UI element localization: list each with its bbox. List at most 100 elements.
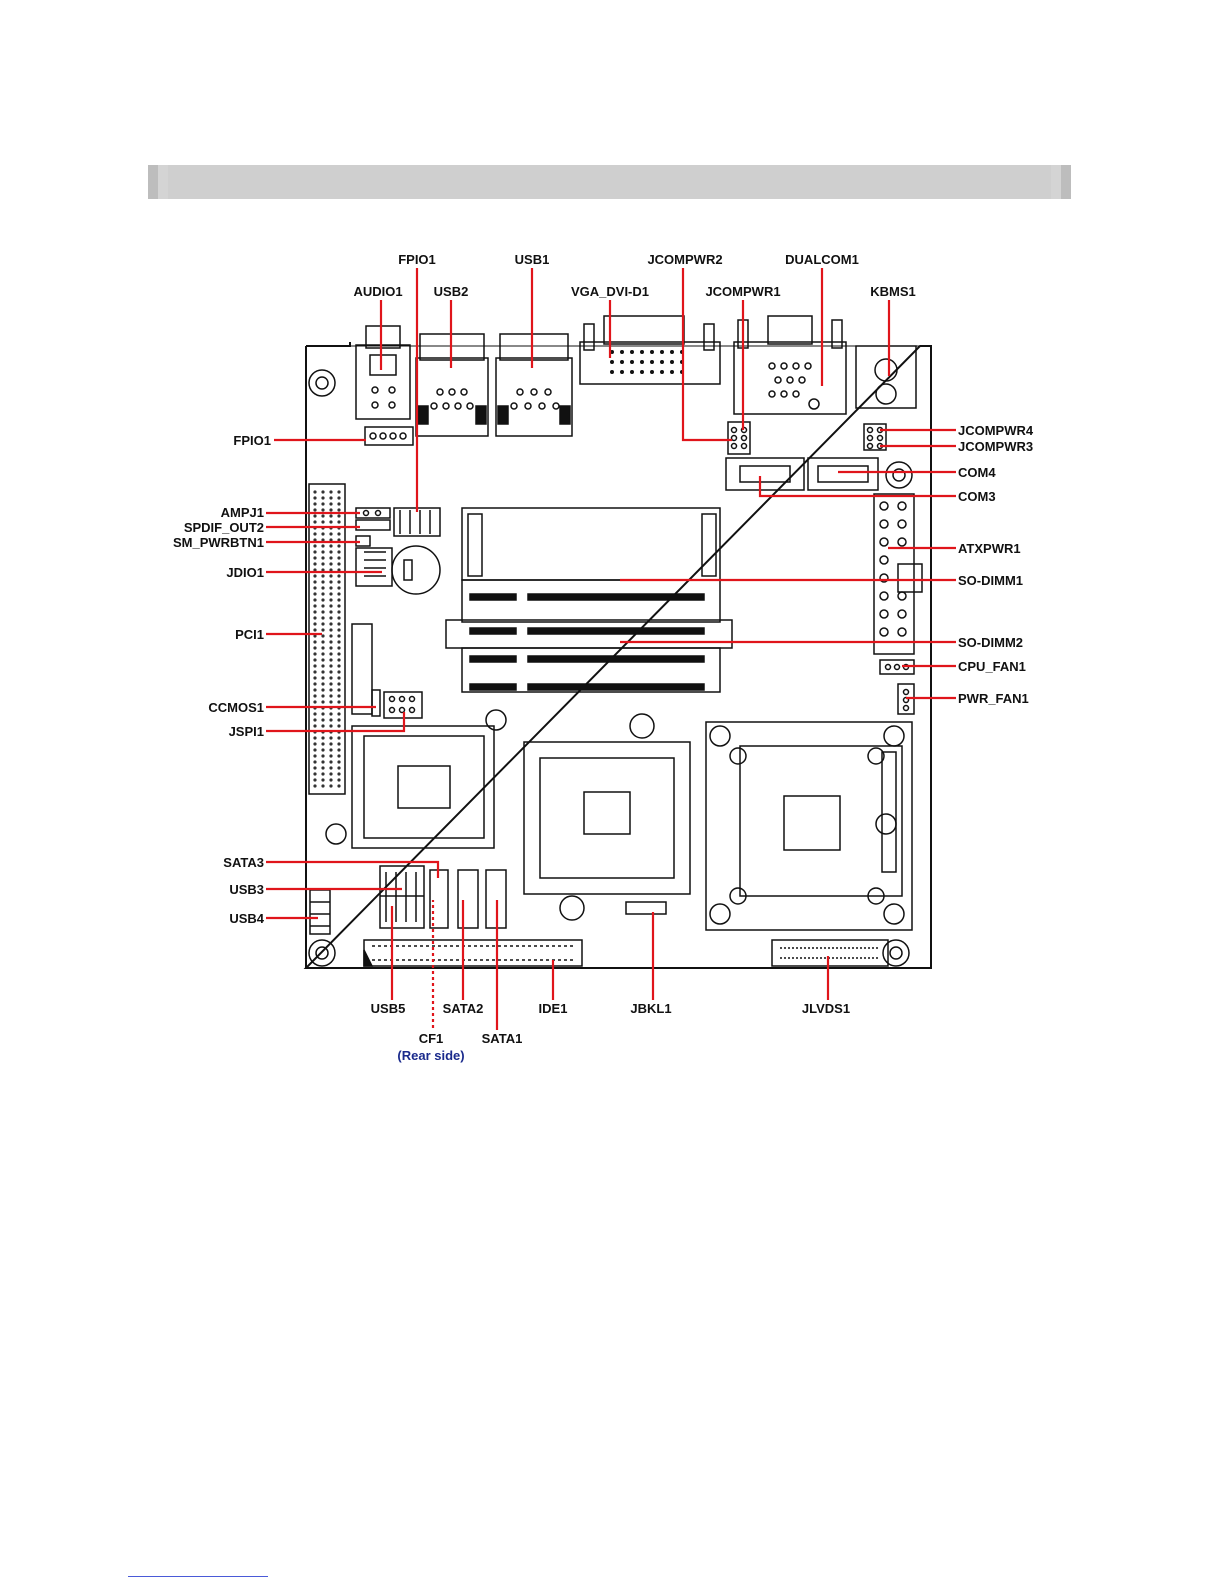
pci-pin	[321, 754, 324, 757]
label-fpio1-top: FPIO1	[398, 252, 436, 267]
pci-pin	[337, 604, 340, 607]
usb3-usb5-headers	[380, 866, 424, 928]
pci-pin	[337, 550, 340, 553]
pci-pin	[313, 616, 316, 619]
leader-sata3	[266, 862, 438, 878]
label-jcompwr4: JCOMPWR4	[958, 423, 1034, 438]
pci-pin	[337, 742, 340, 745]
footer-rule	[128, 1576, 268, 1577]
label-vga-dvi-d1: VGA_DVI-D1	[571, 284, 649, 299]
pci-pin	[329, 508, 332, 511]
pci-pin	[329, 754, 332, 757]
pci-pin	[321, 766, 324, 769]
pci-pin	[321, 532, 324, 535]
pci-pin	[337, 514, 340, 517]
pci-pin	[313, 676, 316, 679]
label-kbms1: KBMS1	[870, 284, 916, 299]
pci-pin	[313, 670, 316, 673]
pci-pin	[329, 658, 332, 661]
pci-pin	[337, 664, 340, 667]
label-spdif-out2: SPDIF_OUT2	[184, 520, 264, 535]
pci-pin	[337, 616, 340, 619]
label-atxpwr1: ATXPWR1	[958, 541, 1021, 556]
label-sm-pwrbtn1: SM_PWRBTN1	[173, 535, 264, 550]
pci-pin	[329, 778, 332, 781]
label-usb1: USB1	[515, 252, 550, 267]
pci-pin	[321, 562, 324, 565]
pci-pin	[337, 574, 340, 577]
pci-pin	[329, 682, 332, 685]
pci-pin	[337, 748, 340, 751]
pci-pin	[337, 682, 340, 685]
ide1-connector	[364, 940, 582, 966]
pci-pin	[313, 592, 316, 595]
pci-pin	[329, 556, 332, 559]
pci1-slot	[309, 484, 345, 794]
pci-pin	[337, 490, 340, 493]
ccmos1-jumper	[352, 624, 380, 716]
pci-pin	[321, 652, 324, 655]
audio-header-block	[394, 508, 440, 536]
pci-pin	[329, 760, 332, 763]
pci-pin	[321, 724, 324, 727]
pci-pin	[337, 670, 340, 673]
label-com3: COM3	[958, 489, 996, 504]
label-cf1-rear-note: (Rear side)	[397, 1048, 464, 1063]
pci-pin	[329, 574, 332, 577]
label-ampj1: AMPJ1	[221, 505, 264, 520]
pci-pin	[337, 640, 340, 643]
pci-pin	[337, 556, 340, 559]
pci-pin	[329, 694, 332, 697]
pci-pin	[329, 646, 332, 649]
pci-pin	[337, 688, 340, 691]
pci-pin	[337, 622, 340, 625]
spdif-out2-header	[356, 520, 390, 530]
label-cpu-fan1: CPU_FAN1	[958, 659, 1026, 674]
pci-pin	[313, 508, 316, 511]
label-ccmos1: CCMOS1	[208, 700, 264, 715]
pci-pin	[337, 598, 340, 601]
pci-pin	[321, 694, 324, 697]
pci-pin	[337, 724, 340, 727]
pci-pin	[329, 670, 332, 673]
northbridge-chip	[524, 714, 690, 920]
pci-pin	[313, 532, 316, 535]
pci-pin	[321, 760, 324, 763]
pci-pin	[329, 652, 332, 655]
pci-pin	[313, 604, 316, 607]
label-usb4: USB4	[229, 911, 264, 926]
pci-pin	[321, 502, 324, 505]
label-jcompwr3: JCOMPWR3	[958, 439, 1033, 454]
pci-pin	[313, 586, 316, 589]
pci-pin	[321, 682, 324, 685]
cpu-socket	[706, 722, 912, 930]
pci-pin	[313, 610, 316, 613]
pci-pin	[337, 508, 340, 511]
pci-pin	[321, 496, 324, 499]
label-pci1: PCI1	[235, 627, 264, 642]
pci-pin	[337, 610, 340, 613]
pci-pin	[321, 508, 324, 511]
mounting-holes	[309, 370, 912, 966]
pci-pin	[329, 784, 332, 787]
pci-pin	[337, 694, 340, 697]
label-sata1: SATA1	[482, 1031, 523, 1046]
pci-pin	[337, 580, 340, 583]
battery	[392, 546, 440, 594]
pci-pin	[337, 700, 340, 703]
label-dualcom1: DUALCOM1	[785, 252, 859, 267]
pci-pin	[337, 772, 340, 775]
so-dimm1-socket	[462, 508, 720, 622]
pci-pin	[313, 544, 316, 547]
pci-pin	[321, 658, 324, 661]
pci-pin	[329, 664, 332, 667]
pci-pin	[321, 736, 324, 739]
pci-pin	[329, 496, 332, 499]
pci-pin	[337, 712, 340, 715]
pci-pin	[321, 784, 324, 787]
pci-pin	[321, 556, 324, 559]
pci-pin	[329, 514, 332, 517]
pci-pin	[313, 784, 316, 787]
pci-pin	[329, 742, 332, 745]
pci-pin	[321, 604, 324, 607]
